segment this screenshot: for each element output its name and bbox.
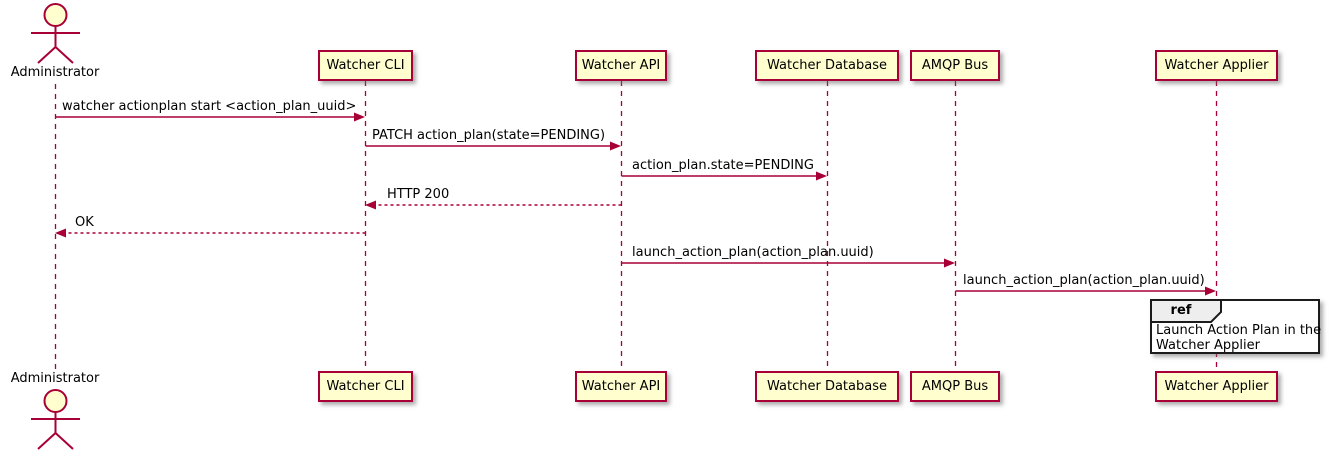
arrowhead-2 bbox=[610, 141, 621, 151]
message-label-4: HTTP 200 bbox=[387, 187, 450, 202]
arrowhead-1 bbox=[354, 112, 365, 122]
participant-top-watcher-applier: Watcher Applier bbox=[1155, 50, 1278, 81]
actor-icon-top bbox=[31, 3, 80, 64]
participant-bottom-watcher-api: Watcher API bbox=[575, 371, 667, 402]
message-label-2: PATCH action_plan(state=PENDING) bbox=[372, 128, 606, 143]
message-arrows bbox=[55, 112, 1216, 296]
arrowhead-7 bbox=[1205, 286, 1216, 296]
message-label-5: OK bbox=[75, 215, 94, 230]
actor-label-top: Administrator bbox=[10, 65, 100, 80]
arrowhead-6 bbox=[944, 258, 955, 268]
actor-icon-bottom bbox=[31, 389, 80, 450]
participant-top-watcher-cli: Watcher CLI bbox=[318, 50, 413, 81]
participant-bottom-amqp-bus: AMQP Bus bbox=[910, 371, 1000, 402]
participant-bottom-watcher-cli: Watcher CLI bbox=[318, 371, 413, 402]
participant-top-amqp-bus: AMQP Bus bbox=[910, 50, 1000, 81]
arrowhead-4 bbox=[365, 200, 376, 210]
ref-fragment: ref Launch Action Plan in the Watcher Ap… bbox=[1150, 299, 1321, 354]
message-label-3: action_plan.state=PENDING bbox=[632, 158, 814, 173]
participant-bottom-watcher-applier: Watcher Applier bbox=[1155, 371, 1278, 402]
ref-keyword: ref bbox=[1170, 303, 1192, 318]
ref-body-line-1: Launch Action Plan in the bbox=[1156, 323, 1322, 338]
participant-bottom-watcher-database: Watcher Database bbox=[755, 371, 899, 402]
arrowhead-5 bbox=[55, 228, 66, 238]
ref-body-line-2: Watcher Applier bbox=[1156, 338, 1260, 353]
lifelines bbox=[54, 81, 1218, 371]
participant-top-watcher-database: Watcher Database bbox=[755, 50, 899, 81]
arrowhead-3 bbox=[816, 171, 827, 181]
actor-label-bottom: Administrator bbox=[10, 371, 100, 386]
message-label-6: launch_action_plan(action_plan.uuid) bbox=[632, 245, 874, 260]
ref-tab-shape bbox=[1150, 299, 1222, 323]
ref-body-text: Launch Action Plan in the Watcher Applie… bbox=[1156, 323, 1321, 353]
participant-top-watcher-api: Watcher API bbox=[575, 50, 667, 81]
message-label-7: launch_action_plan(action_plan.uuid) bbox=[963, 273, 1205, 288]
message-label-1: watcher actionplan start <action_plan_uu… bbox=[62, 99, 357, 114]
